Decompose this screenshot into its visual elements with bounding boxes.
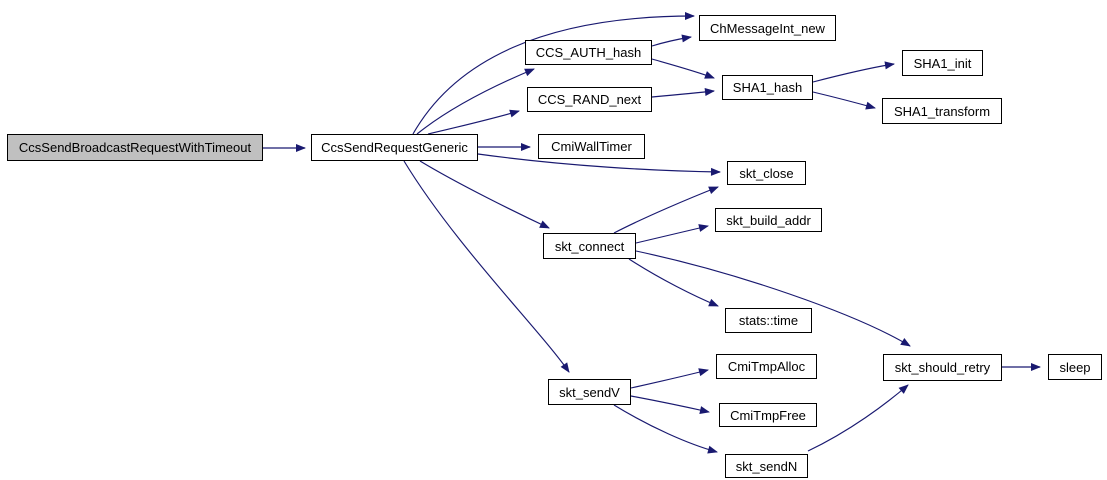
- node-ccs-send-broadcast-request-with-timeout: CcsSendBroadcastRequestWithTimeout: [7, 134, 263, 161]
- edge-ccs-send-request-generic-to-skt-close: [477, 153, 721, 176]
- node-stats-time[interactable]: stats::time: [725, 308, 812, 333]
- edge-skt-connect-to-stats-time: [628, 258, 719, 307]
- node-sleep[interactable]: sleep: [1048, 354, 1102, 380]
- edge-ccs-send-request-generic-to-skt-sendv: [403, 160, 570, 373]
- edge-ccs-send-request-generic-to-ccs-rand-next: [427, 109, 520, 135]
- node-ch-message-int-new[interactable]: ChMessageInt_new: [699, 15, 836, 41]
- node-ccs-auth-hash[interactable]: CCS_AUTH_hash: [525, 40, 652, 65]
- node-skt-close[interactable]: skt_close: [727, 161, 806, 185]
- edge-ccs-rand-next-to-sha1-hash: [651, 88, 715, 98]
- edge-skt-connect-to-skt-build-addr: [635, 224, 709, 244]
- edge-sha1-hash-to-sha1-init: [812, 61, 895, 83]
- node-cmi-tmp-alloc[interactable]: CmiTmpAlloc: [716, 354, 817, 379]
- node-skt-sendn[interactable]: skt_sendN: [725, 454, 808, 478]
- node-cmi-wall-timer[interactable]: CmiWallTimer: [538, 134, 645, 159]
- node-sha1-hash[interactable]: SHA1_hash: [722, 75, 813, 100]
- node-skt-build-addr[interactable]: skt_build_addr: [715, 208, 822, 232]
- edge-sha1-hash-to-sha1-transform: [812, 91, 876, 110]
- node-ccs-send-request-generic[interactable]: CcsSendRequestGeneric: [311, 134, 478, 161]
- edge-ccs-send-request-generic-to-skt-connect: [419, 160, 550, 229]
- node-skt-sendv[interactable]: skt_sendV: [548, 379, 631, 405]
- edge-ccs-send-request-generic-to-ccs-auth-hash: [416, 68, 535, 135]
- edge-ccs-auth-hash-to-sha1-hash: [651, 58, 715, 79]
- node-sha1-transform[interactable]: SHA1_transform: [882, 98, 1002, 124]
- edge-ccs-send-request-generic-to-ch-message-int-new: [412, 12, 695, 135]
- edge-skt-sendn-to-skt-should-retry: [807, 384, 909, 452]
- edge-skt-connect-to-skt-close: [613, 186, 719, 234]
- node-skt-should-retry[interactable]: skt_should_retry: [883, 354, 1002, 381]
- edge-skt-sendv-to-cmi-tmp-free: [630, 395, 710, 414]
- edge-skt-connect-to-skt-should-retry: [635, 250, 911, 347]
- node-cmi-tmp-free[interactable]: CmiTmpFree: [719, 403, 817, 427]
- node-skt-connect[interactable]: skt_connect: [543, 233, 636, 259]
- node-ccs-rand-next[interactable]: CCS_RAND_next: [527, 87, 652, 112]
- edge-ccs-auth-hash-to-ch-message-int-new: [651, 34, 692, 47]
- edge-skt-sendv-to-cmi-tmp-alloc: [630, 368, 709, 389]
- edge-skt-sendv-to-skt-sendn: [613, 404, 718, 454]
- node-sha1-init[interactable]: SHA1_init: [902, 50, 983, 76]
